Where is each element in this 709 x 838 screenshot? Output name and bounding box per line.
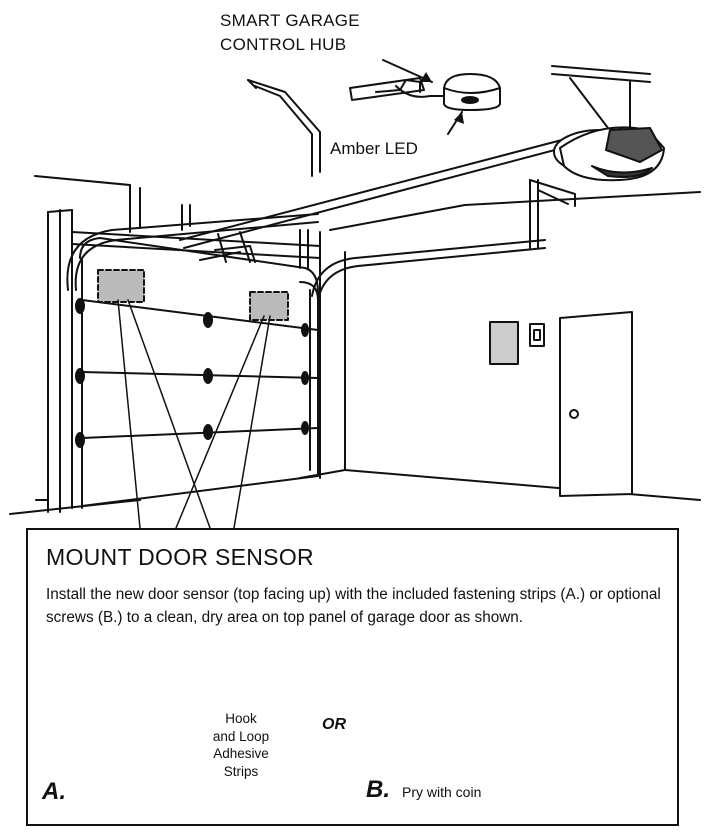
hub-label-line2: CONTROL HUB: [220, 35, 347, 54]
panel-title: MOUNT DOOR SENSOR: [46, 544, 314, 570]
door-hinges: [75, 298, 309, 448]
strips-label: Hook and Loop Adhesive Strips: [201, 710, 281, 780]
opener-motor: [553, 126, 665, 182]
strips-line: Hook: [225, 711, 257, 726]
callout-lines: [117, 299, 271, 529]
sensor-placement-boxes: [97, 269, 289, 321]
amber-led-label: Amber LED: [330, 139, 418, 158]
ceiling-bracket: [247, 79, 321, 177]
rear-bracket: [551, 65, 651, 129]
panel-instructions: Install the new door sensor (top facing …: [46, 586, 661, 626]
option-b-label: B.: [366, 776, 390, 803]
door-tracks: [66, 213, 546, 301]
pry-label: Pry with coin: [402, 784, 482, 800]
electrical-panel: [489, 321, 519, 365]
strips-line: Strips: [223, 763, 259, 779]
wall-bracket: [529, 179, 576, 249]
option-a-label: A.: [42, 778, 66, 805]
instruction-panel: MOUNT DOOR SENSOR Install the new door s…: [26, 528, 679, 826]
strips-line: Adhesive: [213, 746, 269, 761]
hub-label-line1: SMART GARAGE: [220, 11, 360, 30]
or-label: OR: [322, 716, 346, 733]
door-frame: [47, 184, 321, 513]
strips-line: and Loop: [212, 728, 270, 744]
room-walls: [9, 175, 701, 515]
hub-label: SMART GARAGE CONTROL HUB: [220, 9, 360, 57]
interior-door: [559, 311, 633, 497]
garage-door: [71, 237, 319, 509]
opener-rail: [179, 129, 605, 263]
door-header: [71, 231, 321, 259]
smart-hub-device: [349, 73, 501, 111]
